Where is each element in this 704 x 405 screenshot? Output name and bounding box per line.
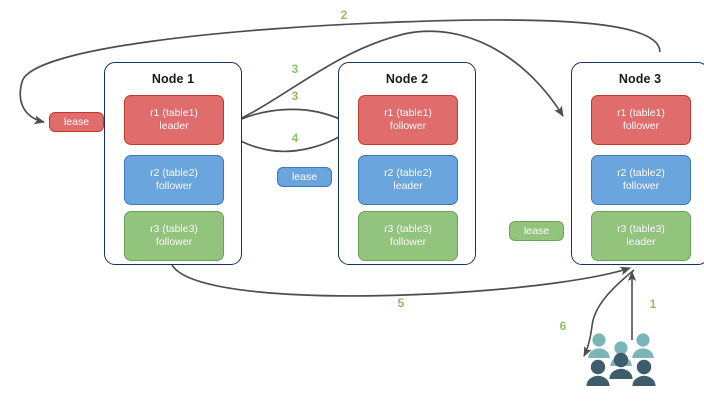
node-3-replica-r1[interactable]: r1 (table1) follower: [591, 95, 691, 145]
people-group-icon: [586, 333, 656, 386]
node-2-replica-r2-role: leader: [393, 180, 423, 192]
node-3-title: Node 3: [618, 72, 662, 86]
node-2-replica-r1-role: follower: [389, 120, 427, 132]
node-1-replica-r1[interactable]: r1 (table1) leader: [124, 95, 224, 145]
step-label-2: 2: [340, 8, 348, 22]
node-1-replica-r3[interactable]: r3 (table3) follower: [124, 211, 224, 261]
node-3-replica-r2[interactable]: r2 (table2) follower: [591, 155, 691, 205]
node-1-replica-r3-role: follower: [155, 236, 193, 248]
node-3-replica-r2-role: follower: [622, 180, 660, 192]
node-2-replica-r2-name: r2 (table2): [384, 166, 432, 179]
node-3[interactable]: Node 3 r1 (table1) follower r2 (table2) …: [571, 62, 704, 265]
node-2[interactable]: Node 2 r1 (table1) follower r2 (table2) …: [338, 62, 476, 265]
arrow-3-long-path: [223, 30, 564, 127]
step-label-1: 1: [649, 297, 657, 311]
arrow-5-path: [171, 264, 631, 297]
arrow-2-path: [19, 19, 661, 125]
step-label-3-short: 3: [291, 89, 299, 103]
node-1-replica-r2-role: follower: [155, 180, 193, 192]
node-2-replica-r3-role: follower: [389, 236, 427, 248]
lease-badge-r2[interactable]: lease: [277, 167, 332, 187]
lease-badge-r1[interactable]: lease: [49, 112, 104, 132]
node-1-replica-r1-name: r1 (table1): [150, 106, 198, 119]
node-2-replica-r3[interactable]: r3 (table3) follower: [358, 211, 458, 261]
node-2-replica-r1[interactable]: r1 (table1) follower: [358, 95, 458, 145]
node-2-replica-r1-name: r1 (table1): [384, 106, 432, 119]
step-label-4: 4: [291, 131, 299, 145]
node-1[interactable]: Node 1 r1 (table1) leader r2 (table2) fo…: [104, 62, 242, 265]
step-label-5: 5: [397, 296, 405, 310]
node-3-replica-r3[interactable]: r3 (table3) leader: [591, 211, 691, 261]
lease-badge-r3[interactable]: lease: [509, 221, 564, 241]
node-1-replica-r1-role: leader: [159, 120, 189, 132]
node-2-title: Node 2: [385, 72, 429, 86]
node-2-replica-r2[interactable]: r2 (table2) leader: [358, 155, 458, 205]
node-1-title: Node 1: [151, 72, 195, 86]
node-3-replica-r2-name: r2 (table2): [617, 166, 665, 179]
node-3-replica-r1-role: follower: [622, 120, 660, 132]
node-3-replica-r3-role: leader: [626, 236, 656, 248]
node-3-replica-r3-name: r3 (table3): [617, 222, 665, 235]
node-2-replica-r3-name: r3 (table3): [384, 222, 432, 235]
node-1-replica-r2-name: r2 (table2): [150, 166, 198, 179]
node-1-replica-r2[interactable]: r2 (table2) follower: [124, 155, 224, 205]
step-label-3-long: 3: [291, 62, 299, 76]
arrow-6-path: [583, 269, 635, 357]
step-label-6: 6: [559, 319, 567, 333]
arrow-3-short-path: [223, 108, 353, 129]
node-3-replica-r1-name: r1 (table1): [617, 106, 665, 119]
node-1-replica-r3-name: r3 (table3): [150, 222, 198, 235]
